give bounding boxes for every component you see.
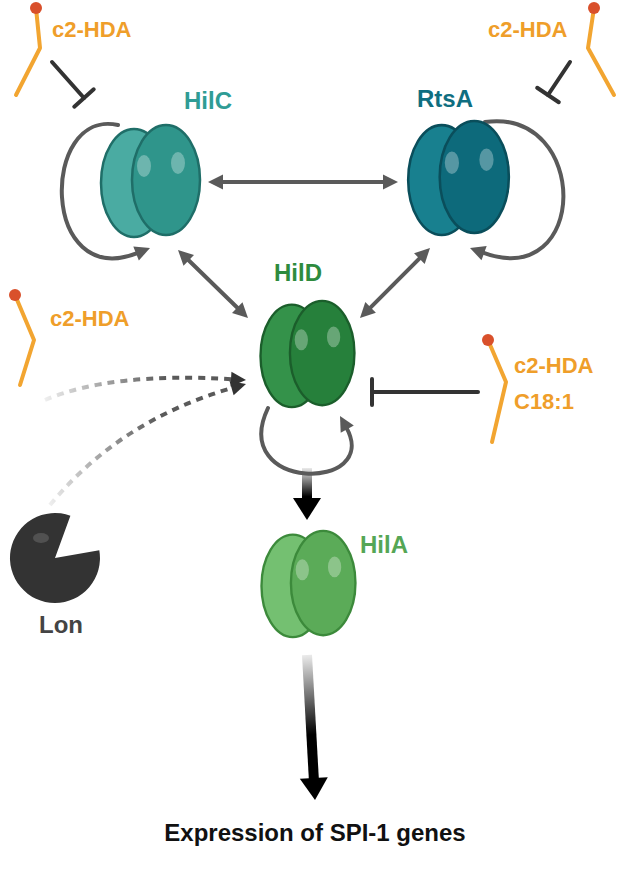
activation-connector xyxy=(360,248,430,318)
arrowhead xyxy=(360,302,376,318)
monomer xyxy=(440,121,509,233)
arrowhead xyxy=(133,247,150,261)
protein-label: HilA xyxy=(360,532,408,558)
lipid-head xyxy=(588,2,600,14)
protein-dimer xyxy=(405,118,511,238)
lipid-glyph xyxy=(576,0,626,115)
output-node: Expression of SPI-1 genes xyxy=(80,812,550,856)
connector-line xyxy=(261,408,351,474)
inhibition-bar xyxy=(537,88,559,102)
arrowhead xyxy=(230,381,246,395)
highlight xyxy=(171,152,185,174)
arrowhead xyxy=(232,302,248,318)
highlight xyxy=(328,556,341,577)
arrowhead xyxy=(208,175,223,190)
arrowhead xyxy=(340,416,354,433)
protease-symbol xyxy=(5,510,105,606)
arrowhead xyxy=(178,250,194,266)
activation-connector xyxy=(208,175,398,190)
protein-label: RtsA xyxy=(417,86,473,112)
connector-line xyxy=(50,388,234,505)
highlight xyxy=(33,533,49,543)
monomer xyxy=(291,531,356,635)
lipid-chain xyxy=(488,340,506,442)
lipid-node: c2-HDA xyxy=(0,0,135,100)
arrowhead xyxy=(414,248,430,264)
lipid-head xyxy=(9,289,21,301)
lipid-label: c2-HDA xyxy=(514,354,593,378)
connector-line xyxy=(369,257,421,309)
highlight xyxy=(479,149,493,171)
inhibition-connector xyxy=(537,62,570,102)
activation-connector xyxy=(261,408,354,474)
inhibition-connector xyxy=(52,62,94,107)
protease-body xyxy=(10,513,100,603)
lipid-label: C18:1 xyxy=(514,390,574,414)
connector-line xyxy=(548,62,570,95)
protein-node: HilA xyxy=(256,528,360,640)
highlight xyxy=(296,559,309,580)
protein-label: HilC xyxy=(184,88,232,114)
connector-line xyxy=(187,259,238,309)
protease-node: Lon xyxy=(5,510,105,650)
highlight xyxy=(295,329,308,350)
protein-dimer xyxy=(252,298,362,410)
monomer xyxy=(290,301,355,405)
lipid-head xyxy=(482,334,494,346)
lipid-label: c2-HDA xyxy=(488,18,567,42)
lipid-glyph xyxy=(0,0,50,115)
monomer xyxy=(132,125,200,235)
protein-node: HilC xyxy=(98,122,202,240)
protein-label: HilD xyxy=(274,260,322,286)
highlight xyxy=(445,152,459,174)
highlight xyxy=(137,155,151,177)
connector-line xyxy=(45,378,233,400)
connector-line xyxy=(52,62,84,98)
protein-label: Lon xyxy=(39,612,83,638)
connector-line xyxy=(221,180,385,184)
arrowhead xyxy=(293,498,321,520)
activation-connector xyxy=(50,381,246,505)
lipid-node: c2-HDA C18:1 xyxy=(478,332,628,447)
protein-node: HilD xyxy=(252,298,362,410)
lipid-label: c2-HDA xyxy=(52,18,131,42)
lipid-head xyxy=(30,2,42,14)
lipid-node: c2-HDA xyxy=(0,285,135,385)
arrowhead xyxy=(383,175,398,190)
connector-line xyxy=(307,655,314,780)
lipid-glyph xyxy=(0,285,50,400)
arrowhead xyxy=(300,777,328,800)
activation-connector xyxy=(293,468,321,520)
lipid-chain xyxy=(16,8,40,95)
lipid-node: c2-HDA xyxy=(480,0,630,100)
protein-dimer xyxy=(256,528,360,640)
lipid-chain xyxy=(15,295,34,385)
inhibition-bar xyxy=(74,89,93,106)
activation-connector xyxy=(45,372,246,400)
activation-connector xyxy=(178,250,248,318)
arrowhead xyxy=(470,246,487,260)
protein-dimer xyxy=(98,122,202,240)
activation-connector xyxy=(300,655,328,800)
inhibition-bar xyxy=(370,379,374,405)
lipid-label: c2-HDA xyxy=(50,307,129,331)
inhibition-connector xyxy=(372,379,478,405)
output-label: Expression of SPI-1 genes xyxy=(80,820,550,846)
lipid-chain xyxy=(588,8,614,95)
protein-node: RtsA xyxy=(405,118,511,238)
connector-line xyxy=(372,390,478,394)
highlight xyxy=(327,326,340,347)
